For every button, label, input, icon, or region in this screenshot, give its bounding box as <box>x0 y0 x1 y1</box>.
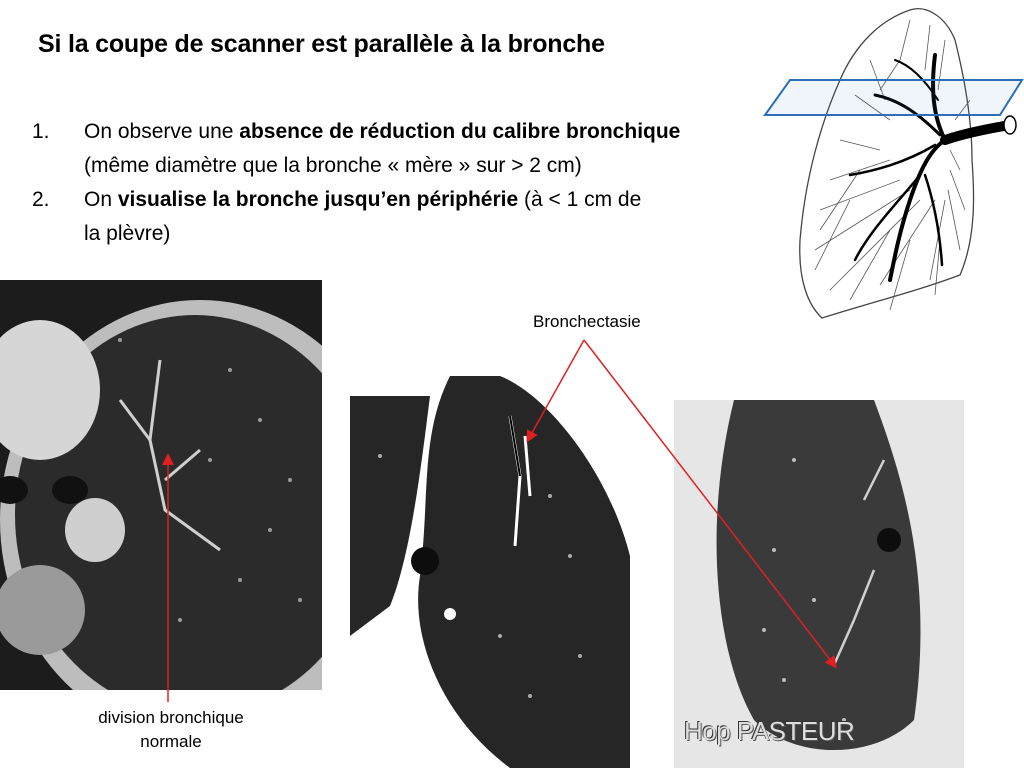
numbered-list: 1. On observe une absence de réduction d… <box>32 115 802 251</box>
item-text: On <box>84 188 118 211</box>
list-number: 2. <box>32 188 50 211</box>
list-number: 1. <box>32 120 50 143</box>
list-item: 2. On visualise la bronche jusqu’en péri… <box>32 183 802 251</box>
ct-scan-normal <box>0 280 322 690</box>
item-bold-text: visualise la bronche jusqu’en périphérie <box>117 188 519 211</box>
ct-scan-bronchiectasis-2 <box>674 400 964 768</box>
watermark: Hop PASTEUR <box>684 716 855 746</box>
item-text-continued: la plèvre) <box>84 222 171 245</box>
item-text: On observe une <box>84 120 240 143</box>
label-line: division bronchique <box>98 708 244 727</box>
item-bold-text: absence de réduction du calibre bronchiq… <box>239 120 681 143</box>
lung-diagram <box>763 8 1024 319</box>
slide-title: Si la coupe de scanner est parallèle à l… <box>38 30 605 58</box>
label-line: normale <box>140 732 202 751</box>
item-text-continued: (même diamètre que la bronche « mère » s… <box>84 154 582 177</box>
label-bronchectasie: Bronchectasie <box>533 312 641 331</box>
list-item: 1. On observe une absence de réduction d… <box>32 115 802 183</box>
item-text-after: (à < 1 cm de <box>518 188 642 211</box>
label-division-normale: division bronchique normale <box>76 706 266 754</box>
ct-scan-bronchiectasis-1 <box>350 376 630 768</box>
